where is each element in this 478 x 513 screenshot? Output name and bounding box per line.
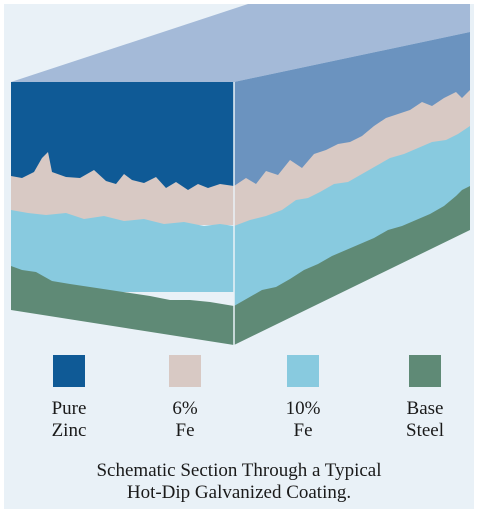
legend-label-6-fe-line1: 6% [172,398,198,419]
legend-label-10-fe-line2: Fe [293,420,313,441]
legend-10-fe: 10%Fe [258,355,348,442]
legend-label-6-fe: 6%Fe [140,398,230,442]
caption-line-1: Schematic Section Through a Typical [96,460,382,481]
caption-line-2: Hot-Dip Galvanized Coating. [126,482,352,503]
legend-swatch-pure-zinc [53,355,85,387]
legend-swatch-6-fe [169,355,201,387]
legend-label-6-fe-line2: Fe [175,420,195,441]
front-6fe-layer [11,152,234,225]
front-10fe-layer [11,210,234,292]
right-zinc-layer [234,32,470,200]
legend-label-pure-zinc-line1: Pure [51,398,87,419]
front-steel-layer [11,266,234,345]
galvanized-coating-diagram [11,4,470,345]
legend-swatch-10-fe [287,355,319,387]
diagram-caption: Schematic Section Through a Typical Hot-… [0,460,478,504]
legend-label-base-steel-line2: Steel [406,420,444,441]
right-6fe-layer [234,90,470,235]
right-10fe-layer [234,126,470,312]
legend-label-10-fe-line1: 10% [285,398,321,419]
legend-label-pure-zinc-line2: Zinc [51,420,87,441]
legend-label-10-fe: 10%Fe [258,398,348,442]
legend-6-fe: 6%Fe [140,355,230,442]
legend-swatch-base-steel [409,355,441,387]
front-zinc-layer [11,82,234,200]
block-top-face [11,4,470,82]
right-steel-layer [234,186,470,345]
legend-label-base-steel-line1: Base [406,398,444,419]
